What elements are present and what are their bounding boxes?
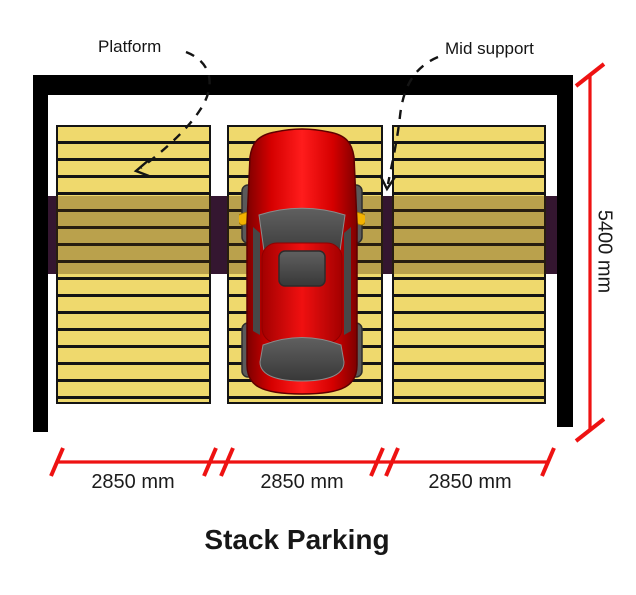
platform-right	[392, 125, 546, 404]
top-wall	[33, 75, 573, 95]
depth-label: 5400 mm	[593, 209, 616, 294]
mid-support-leader-line	[386, 55, 439, 185]
car-icon	[239, 128, 365, 395]
platform-left	[56, 125, 211, 404]
bay-width-label-1: 2850 mm	[91, 471, 175, 493]
beam-shadow-band	[392, 196, 546, 274]
left-wall	[33, 75, 48, 432]
sunroof	[278, 250, 326, 287]
bay-width-label-2: 2850 mm	[260, 471, 344, 493]
side-window-right	[344, 227, 351, 335]
platform-label: Platform	[98, 37, 162, 56]
rear-window	[259, 337, 345, 382]
beam-shadow-band	[56, 196, 211, 274]
platform-leader-arrowhead	[133, 158, 151, 178]
diagram-title: Stack Parking	[204, 524, 390, 555]
platform-leader-line	[140, 50, 211, 169]
depth-dimension-ticks	[574, 62, 606, 443]
right-wall	[557, 75, 573, 427]
width-dimension-ticks	[49, 447, 556, 477]
mid-support-label: Mid support	[445, 39, 534, 58]
side-window-left	[253, 227, 260, 335]
mid-support-leader-arrowhead	[378, 174, 396, 192]
bay-width-label-3: 2850 mm	[428, 471, 512, 493]
